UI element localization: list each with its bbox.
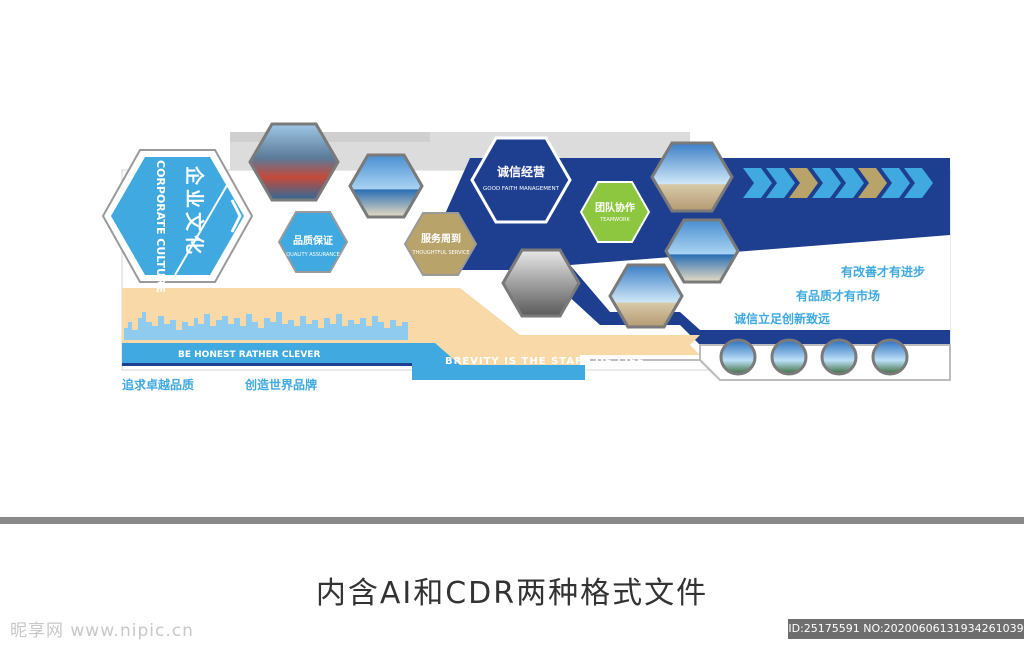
service-cn: 服务周到 xyxy=(421,232,461,245)
title-en: CORPORATE CULTURE xyxy=(154,160,167,293)
band-left-text: BE HONEST RATHER CLEVER xyxy=(178,350,320,360)
culture-wall-artwork: 企业文化 CORPORATE CULTURE 品质保证 QUALITY ASSU… xyxy=(101,122,951,392)
slogan-3: 诚信立足创新致远 xyxy=(734,311,830,326)
coast-photo xyxy=(650,141,734,213)
divider xyxy=(0,517,1024,524)
title-cn: 企业文化 xyxy=(183,165,206,258)
team-cn: 团队协作 xyxy=(595,201,635,214)
slogan-2: 有品质才有市场 xyxy=(796,288,880,303)
temple-photo xyxy=(248,122,340,202)
circle-photo-3 xyxy=(820,338,858,376)
palm-photo xyxy=(664,218,740,284)
beach-photo xyxy=(608,263,684,329)
bird-photo xyxy=(501,248,581,318)
sea-photo xyxy=(348,153,424,219)
circle-photo-1 xyxy=(719,338,757,376)
format-caption: 内含AI和CDR两种格式文件 xyxy=(315,576,709,611)
team-en: TEAMWORK xyxy=(599,217,630,223)
integrity-cn: 诚信经营 xyxy=(497,164,545,179)
site-watermark: 昵享网 www.nipic.cn xyxy=(10,621,194,641)
circle-photo-4 xyxy=(871,338,909,376)
bottom-slogan-1: 追求卓越品质 xyxy=(122,377,194,392)
service-en: THOUGHTFUL SERVICE xyxy=(411,250,469,256)
arrow-chevron-icon xyxy=(743,168,933,198)
skyline-icon xyxy=(124,312,408,340)
band-right-text: BREVITY IS THE STAFF OF LIFE xyxy=(445,356,645,367)
integrity-en: GOOD FAITH MANAGEMENT xyxy=(483,186,560,192)
quality-en: QUALITY ASSURANCE xyxy=(286,252,339,258)
circle-photo-2 xyxy=(770,338,808,376)
bottom-slogan-2: 创造世界品牌 xyxy=(244,377,317,392)
id-watermark: ID:25175591 NO:20200606131934261039 xyxy=(788,619,1024,639)
slogan-1: 有改善才有进步 xyxy=(841,264,925,279)
quality-cn: 品质保证 xyxy=(293,234,333,247)
